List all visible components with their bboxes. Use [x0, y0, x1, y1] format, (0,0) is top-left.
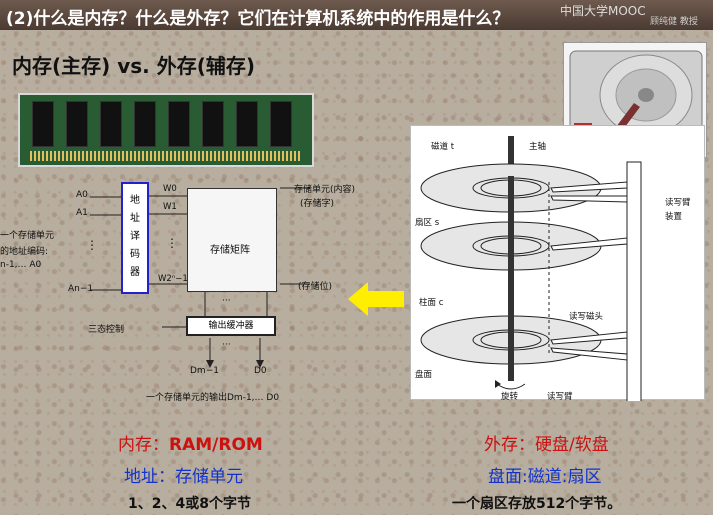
memory-type: RAM/ROM — [169, 435, 263, 455]
left-note-3: n-1,… A0 — [0, 260, 42, 270]
storage-unit-label: 存储单元(内容) — [294, 185, 356, 195]
memory-prefix: 内存： — [118, 435, 169, 455]
storage-matrix-label: 存储矩阵 — [210, 245, 250, 256]
slide-subtitle: 内存(主存) vs. 外存(辅存) — [12, 54, 256, 78]
word-line-dots: ⋮ — [166, 236, 178, 250]
sector-label: 扇区 s — [415, 218, 440, 228]
title-bar — [0, 0, 713, 30]
spindle-label: 主轴 — [529, 142, 547, 152]
sector-bytes-line: 一个扇区存放512个字节。 — [452, 496, 622, 512]
storage-matrix: 存储矩阵 — [187, 188, 277, 292]
track-label: 磁道 t — [431, 142, 455, 152]
decoder-char-2: 译 — [130, 231, 140, 242]
ram-module-image — [18, 93, 314, 167]
decoder-char-4: 器 — [130, 267, 140, 278]
address-a0: A0 — [76, 190, 88, 200]
professor-watermark: 顾纯健 教授 — [650, 17, 698, 27]
buffer-dots: ··· — [222, 340, 231, 350]
address-a1: A1 — [76, 208, 88, 218]
rw-arm-label: 读写臂 — [547, 392, 573, 402]
storage-bit-label: (存储位) — [298, 282, 333, 292]
output-buffer: 输出缓冲器 — [186, 316, 276, 336]
output-d-high: Dm−1 — [190, 366, 219, 376]
decoder-char-0: 地 — [130, 195, 140, 206]
storage-word-label: (存储字) — [300, 199, 335, 209]
left-note-1: 一个存储单元 — [0, 231, 55, 241]
left-arrow-icon — [348, 282, 404, 316]
memory-address-line: 地址：存储单元 — [124, 467, 243, 487]
decoder-char-1: 址 — [130, 213, 140, 224]
ram-rom-line: 内存：RAM/ROM — [118, 430, 263, 455]
memory-bytes-line: 1、2、4或8个字节 — [128, 496, 251, 512]
disk-structure-diagram: 磁道 t 主轴 扇区 s 柱面 c 盘面 读写臂 装置 读写磁头 读写臂 旋转 — [410, 125, 705, 403]
rotation-label: 旋转 — [501, 392, 519, 402]
word-line-wn: W2ⁿ−1 — [158, 274, 188, 284]
left-note-2: 的地址编码: — [0, 247, 49, 257]
external-storage-line: 外存：硬盘/软盘 — [484, 435, 609, 455]
rw-device-label: 装置 — [665, 212, 683, 222]
output-caption: 一个存储单元的输出Dm-1,… D0 — [146, 393, 280, 403]
word-line-w1: W1 — [163, 202, 177, 212]
mooc-watermark: 中国大学MOOC — [560, 4, 646, 18]
disk-structure-line: 盘面:磁道:扇区 — [488, 467, 602, 487]
address-dots: ⋮ — [86, 238, 98, 252]
address-an1: An−1 — [68, 284, 94, 294]
platter-label: 盘面 — [415, 370, 433, 380]
cylinder-label: 柱面 c — [419, 298, 444, 308]
decoder-char-3: 码 — [130, 249, 140, 260]
rw-arm-support-label: 读写臂 — [665, 198, 691, 208]
tristate-label: 三态控制 — [88, 325, 125, 335]
rw-head-label: 读写磁头 — [569, 312, 604, 322]
slide-title: (2)什么是内存？什么是外存？它们在计算机系统中的作用是什么？ — [6, 9, 510, 29]
word-line-w0: W0 — [163, 184, 177, 194]
address-decoder: 地 址 译 码 器 — [121, 182, 149, 294]
bit-dots: ··· — [222, 296, 231, 306]
output-d-low: D0 — [254, 366, 267, 376]
